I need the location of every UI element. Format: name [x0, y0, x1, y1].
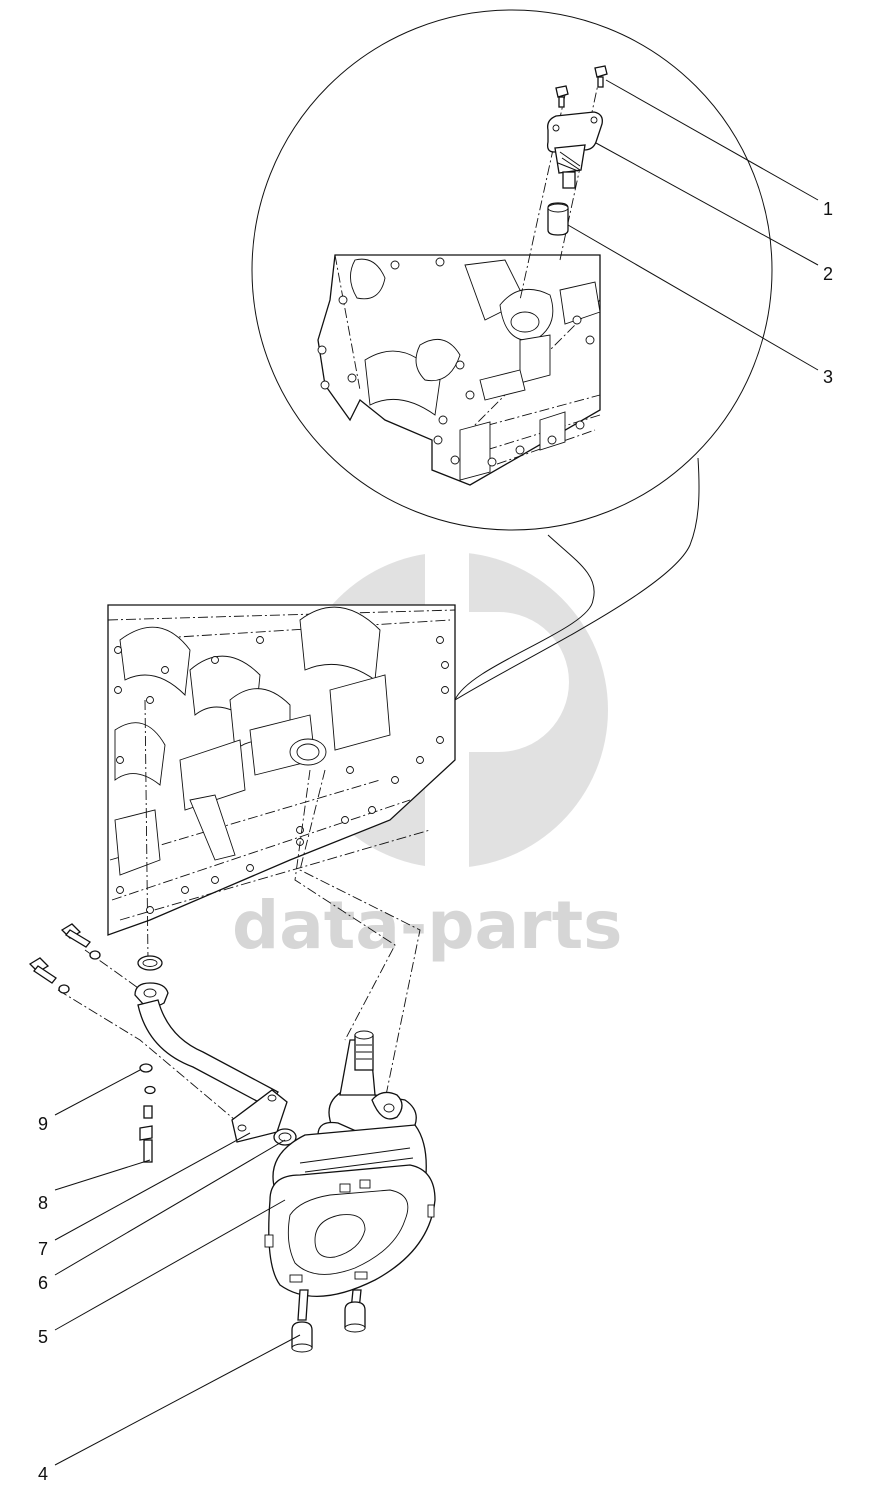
- bolt-part-8: [28, 923, 153, 1163]
- callout-3: 3: [823, 367, 833, 387]
- callout-1: 1: [823, 199, 833, 219]
- leader-lines: [54, 79, 819, 1466]
- washer-part-9: [139, 1063, 153, 1073]
- oil-pump-part-5: [264, 1030, 436, 1298]
- drive-gear-cover-assembly: [519, 65, 608, 301]
- gear-cover-part-2: [546, 111, 603, 189]
- detail-magnifier: [251, 9, 773, 701]
- callout-labels: 1 2 3 4 5 6 7 8 9: [38, 199, 833, 1484]
- callout-6: 6: [38, 1273, 48, 1293]
- callout-7: 7: [38, 1239, 48, 1259]
- engine-block-main: [107, 604, 456, 936]
- engine-block-detail: [317, 254, 601, 486]
- callout-9: 9: [38, 1114, 48, 1134]
- sleeve-part-3: [547, 202, 569, 236]
- callout-4: 4: [38, 1464, 48, 1484]
- callout-5: 5: [38, 1327, 48, 1347]
- callout-8: 8: [38, 1193, 48, 1213]
- suction-pipe: [134, 982, 288, 1143]
- callout-2: 2: [823, 264, 833, 284]
- bolt-part-1: [555, 65, 608, 108]
- oil-pump-assembly: [28, 699, 436, 1353]
- bolt-part-4: [291, 1289, 366, 1353]
- watermark-text: data-parts: [232, 887, 622, 964]
